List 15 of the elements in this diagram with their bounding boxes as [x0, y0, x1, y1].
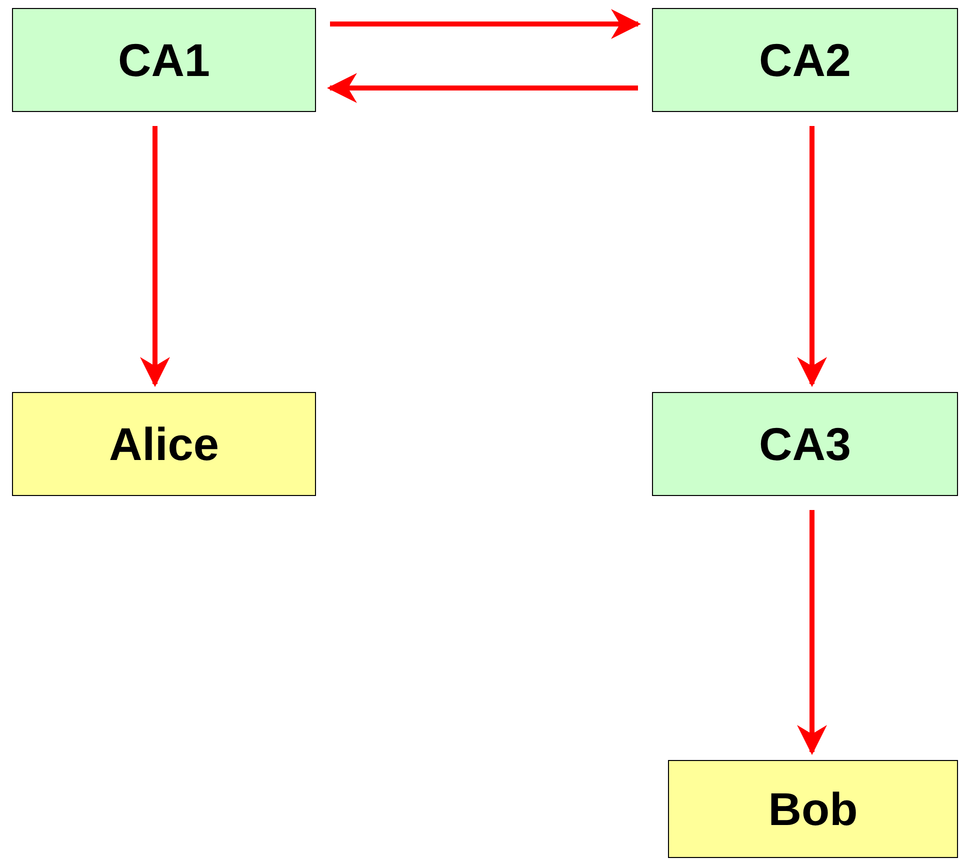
arrow	[327, 73, 638, 103]
arrow	[797, 126, 827, 387]
box-label: Bob	[768, 786, 858, 832]
box-label: CA3	[758, 421, 852, 467]
ca-box	[652, 392, 958, 496]
box-label: CA1	[118, 37, 210, 83]
arrow	[330, 9, 641, 39]
box-label: CA2	[758, 37, 852, 83]
ca-box	[12, 8, 316, 112]
arrow	[140, 126, 170, 387]
arrow	[797, 510, 827, 755]
user-box	[12, 392, 316, 496]
box-label: Alice	[109, 421, 219, 467]
ca-box	[652, 8, 958, 112]
user-box	[668, 760, 958, 858]
